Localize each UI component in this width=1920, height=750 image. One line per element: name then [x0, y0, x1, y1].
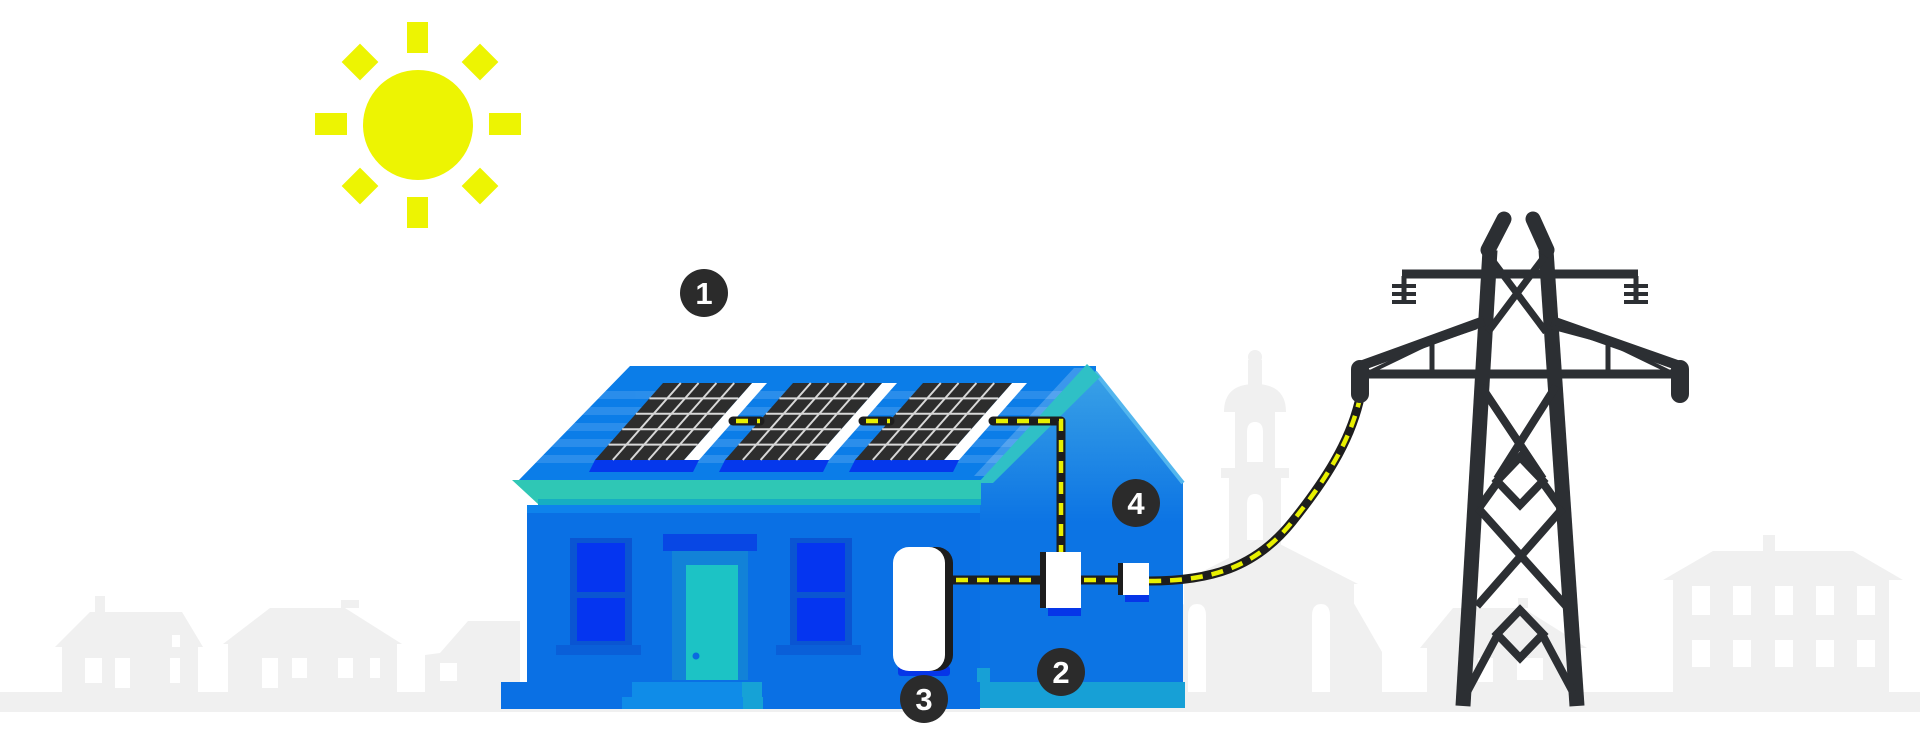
step-badge-4-label: 4 — [1127, 486, 1145, 521]
wall-top-highlight — [527, 505, 980, 513]
door-header — [663, 534, 757, 551]
skyline-house-3 — [425, 621, 520, 692]
step-badge-2[interactable]: 2 — [1037, 648, 1085, 696]
step-badge-3[interactable]: 3 — [900, 675, 948, 723]
step-badge-4[interactable]: 4 — [1112, 479, 1160, 527]
side-base — [980, 682, 1185, 708]
skyline-house-2 — [223, 600, 402, 692]
cable-yellow-dashes — [736, 401, 1362, 584]
sun-icon — [315, 22, 521, 228]
window-sill — [776, 645, 861, 655]
inverter-unit — [893, 547, 953, 676]
door-leaf — [686, 565, 738, 680]
window-sill — [556, 645, 641, 655]
gable-wall — [980, 371, 1183, 708]
eave-fascia-edge — [538, 499, 981, 505]
gable-roofline-highlight — [1093, 370, 1185, 485]
striped-power-cable — [728, 397, 1364, 586]
door-knob — [692, 652, 700, 660]
step-badge-2-label: 2 — [1052, 655, 1069, 690]
window-left — [556, 538, 641, 655]
inverter-body — [893, 547, 945, 671]
meter-box — [1040, 552, 1081, 616]
step-badge-1-label: 1 — [695, 276, 712, 311]
eave-fascia — [512, 480, 981, 504]
door-steps — [622, 682, 763, 709]
insulator-bars — [1392, 284, 1648, 304]
door — [663, 534, 757, 680]
pylon-arm-knobs — [1351, 360, 1689, 403]
base-notch — [977, 668, 990, 682]
transmission-tower-icon — [1351, 211, 1689, 707]
junction-box — [1118, 563, 1149, 602]
window-right — [776, 538, 861, 655]
step-badge-3-label: 3 — [915, 682, 932, 717]
step-badge-1[interactable]: 1 — [680, 269, 728, 317]
